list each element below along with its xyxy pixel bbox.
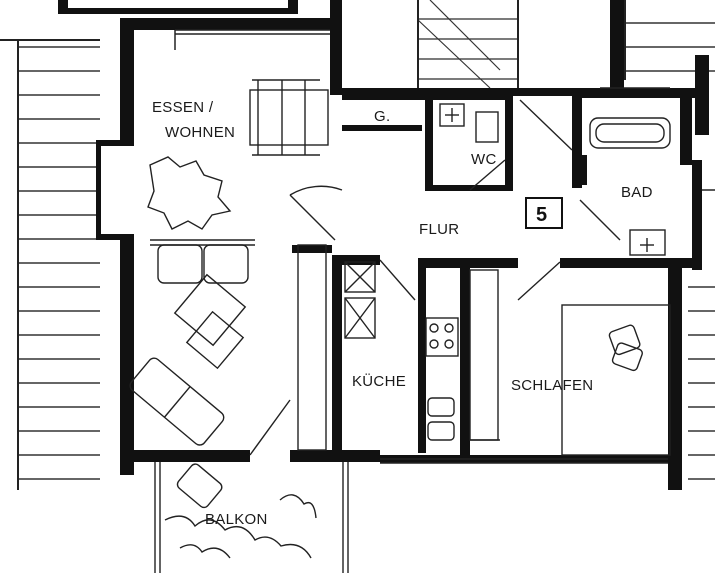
room-label-bad: BAD	[621, 184, 653, 201]
room-label-wc: WC	[471, 151, 497, 168]
room-label-balkon: BALKON	[205, 511, 268, 528]
unit-number: 5	[536, 204, 547, 226]
room-label-wohnen: WOHNEN	[165, 124, 235, 141]
windows	[174, 29, 715, 464]
walls	[96, 18, 702, 490]
room-label-schlafen: SCHLAFEN	[511, 377, 593, 394]
sanitary-fittings	[439, 103, 671, 256]
left-stair-hatching	[0, 39, 100, 490]
right-stair-hatching	[624, 0, 715, 490]
balcony	[154, 462, 349, 573]
room-label-kueche: KÜCHE	[352, 372, 406, 390]
top-neighbour-walls	[58, 0, 709, 135]
top-stair	[417, 0, 519, 89]
room-label-garderobe: G.	[374, 108, 390, 125]
living-furniture	[129, 79, 329, 446]
room-label-essen: ESSEN /	[152, 99, 214, 116]
unit-number-badge: 5	[525, 197, 563, 229]
kitchen-fittings	[297, 244, 500, 451]
bedroom-furniture	[561, 304, 671, 456]
doors	[249, 99, 621, 456]
room-label-flur: FLUR	[419, 221, 459, 238]
